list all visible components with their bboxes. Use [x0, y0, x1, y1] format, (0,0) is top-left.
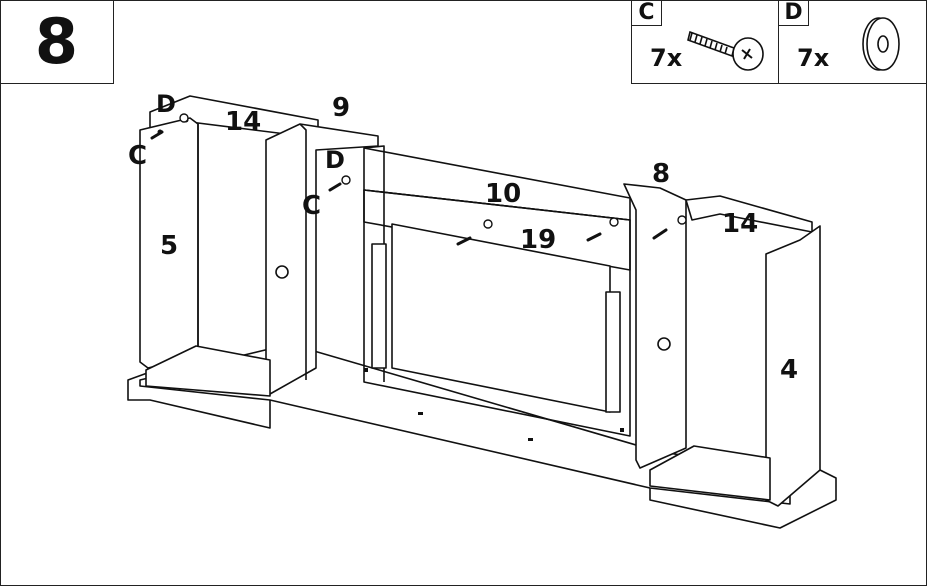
bottom-shelf-right [649, 445, 771, 501]
label-d-top-left: D [156, 90, 176, 118]
label-14-left: 14 [225, 107, 261, 137]
step-number-box: 8 [0, 0, 114, 84]
parts-legend: C 7x D 7x [631, 0, 927, 84]
label-9: 9 [332, 93, 350, 123]
label-c-center: C [302, 191, 321, 221]
part-c-quantity: 7x [650, 44, 683, 72]
part-d-cell: D 7x [779, 0, 927, 83]
label-5: 5 [160, 231, 178, 261]
bottom-panel [139, 343, 791, 505]
label-d-center: D [325, 146, 345, 174]
label-c-top-left: C [128, 141, 147, 171]
screw-icon [687, 30, 764, 71]
bottom-shelf-left [145, 345, 271, 397]
center-frame [363, 189, 631, 437]
divider-panel-8 [623, 183, 687, 469]
label-8: 8 [652, 159, 670, 189]
label-4: 4 [780, 355, 798, 385]
rail-left [371, 243, 387, 369]
label-14-right: 14 [722, 209, 758, 239]
part-c-cell: C 7x [632, 0, 779, 83]
part-d-quantity: 7x [797, 44, 830, 72]
part-d-letter: D [779, 0, 809, 26]
label-19: 19 [520, 225, 556, 255]
rail-right [605, 291, 621, 413]
part-c-letter: C [632, 0, 662, 26]
washer-icon [862, 17, 900, 71]
label-10: 10 [485, 179, 521, 209]
step-number: 8 [34, 4, 79, 78]
